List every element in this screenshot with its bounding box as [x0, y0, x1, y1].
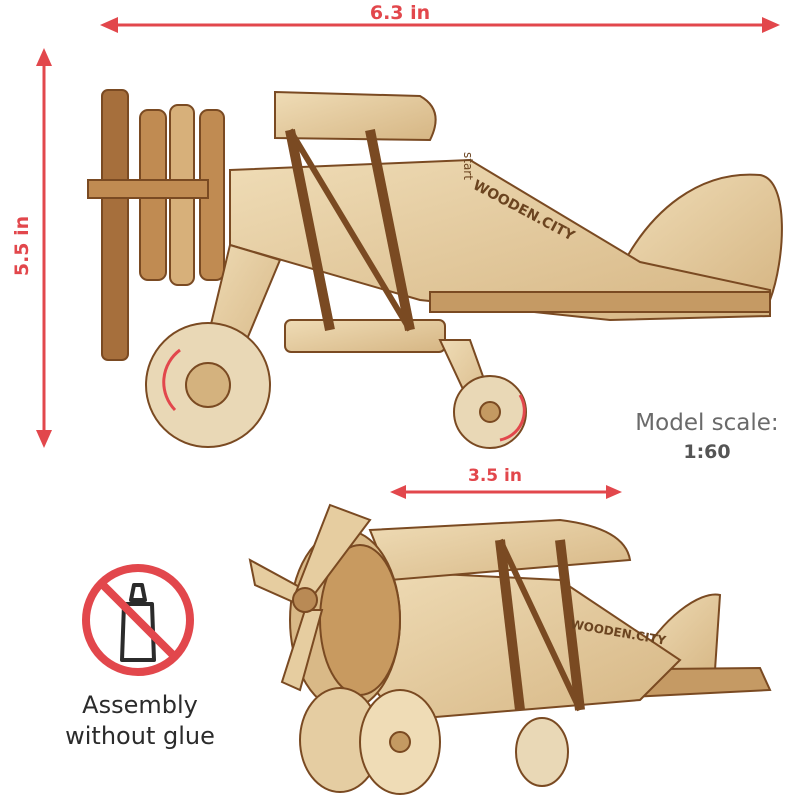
glue-notice-line2: without glue — [65, 722, 215, 750]
wingspan-dimension-label: 3.5 in — [468, 466, 522, 486]
model-scale-value: 1:60 — [683, 441, 731, 463]
start-mark: start — [461, 152, 475, 180]
width-dimension-label: 6.3 in — [369, 2, 431, 24]
model-scale-label: Model scale: — [635, 410, 779, 436]
model-scale: Model scale: 1:60 — [622, 408, 792, 466]
glue-notice: Assembly without glue — [40, 690, 240, 752]
glue-notice-line1: Assembly — [82, 691, 198, 719]
